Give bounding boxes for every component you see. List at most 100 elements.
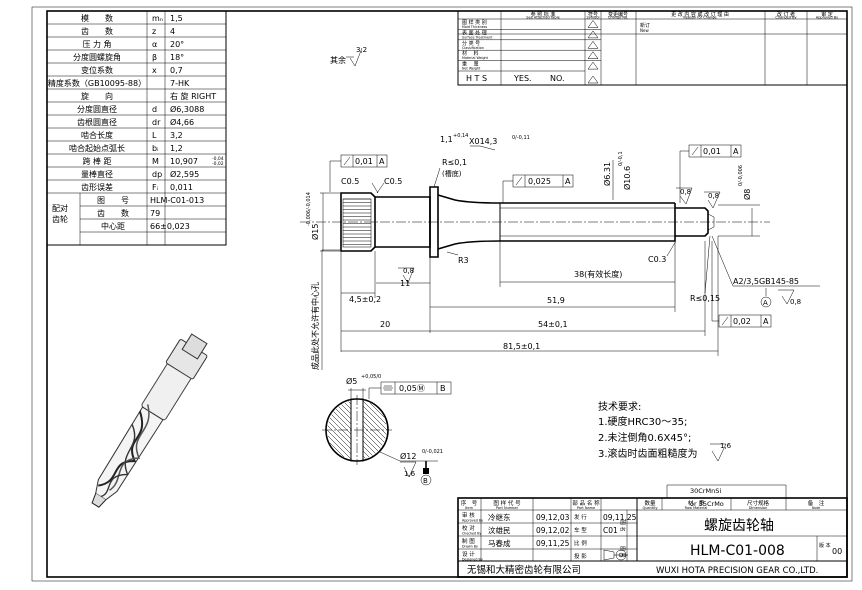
sheet-number: 00: [832, 547, 842, 556]
svg-text:A: A: [565, 177, 571, 186]
svg-text:0,8: 0,8: [708, 192, 719, 200]
svg-text:Approved By: Approved By: [462, 519, 483, 523]
svg-text:1,6: 1,6: [720, 442, 732, 450]
svg-text:Net Weight: Net Weight: [462, 67, 481, 71]
svg-text:Ø15: Ø15: [310, 224, 320, 240]
param-value: 10,907: [170, 157, 198, 166]
param-value: 4: [170, 27, 175, 36]
mate-value: 66±0,023: [150, 222, 190, 231]
svg-text:Mold Thickness: Mold Thickness: [462, 25, 487, 29]
svg-text:Note: Note: [812, 506, 820, 510]
param-name: 模 数: [81, 13, 113, 23]
material-b: or 35CrMo: [690, 500, 724, 508]
svg-text:Classification: Classification: [462, 46, 484, 50]
param-name: 量棒直径: [81, 169, 113, 179]
svg-text:投 影: 投 影: [574, 552, 587, 560]
param-name: 分度圆螺旋角: [73, 52, 121, 62]
svg-text:分 类 号: 分 类 号: [462, 40, 480, 47]
drawing-number: HLM-C01-008: [690, 543, 785, 559]
svg-text:09,11,25: 09,11,25: [603, 513, 637, 522]
svg-text:部 品 名 称: 部 品 名 称: [572, 499, 600, 507]
param-symbol: dr: [152, 118, 161, 127]
svg-text:38(有效长度): 38(有效长度): [574, 269, 622, 279]
svg-text:0,01: 0,01: [355, 157, 373, 166]
svg-text:0,8: 0,8: [790, 298, 801, 306]
param-value: Ø4,66: [170, 117, 194, 127]
svg-text:审 定: 审 定: [821, 11, 833, 18]
svg-text:0,05Ⓜ: 0,05Ⓜ: [399, 384, 425, 393]
svg-text:Item: Item: [465, 506, 474, 510]
shaft-main-view: [300, 186, 770, 258]
svg-text:0,8: 0,8: [403, 267, 414, 275]
svg-text:审 核: 审 核: [462, 511, 475, 519]
svg-text:A: A: [763, 317, 769, 326]
svg-text:C0.5: C0.5: [384, 177, 402, 186]
mate-name: 图 号: [97, 196, 129, 205]
svg-text:0/-0,021: 0/-0,021: [422, 449, 443, 455]
svg-text:(槽底): (槽底): [442, 169, 462, 178]
svg-text:09,12,02: 09,12,02: [536, 526, 570, 535]
svg-text:+0,14: +0,14: [453, 133, 468, 139]
svg-text:Dimension: Dimension: [749, 506, 768, 510]
svg-text:图 样 类 别: 图 样 类 别: [462, 19, 487, 26]
param-value: 7-HK: [170, 79, 190, 88]
svg-text:R≤0,1: R≤0,1: [442, 158, 467, 167]
tech-item-2: 2.未注倒角0.6X45°;: [598, 431, 691, 444]
svg-text:冷继东: 冷继东: [488, 512, 511, 522]
svg-text:汶雄民: 汶雄民: [488, 525, 511, 535]
surface-roughness-symbol: 3,2: [346, 46, 367, 67]
svg-text:Surface Treatment: Surface Treatment: [462, 35, 493, 39]
tech-title: 技术要求:: [598, 400, 641, 413]
svg-text:B: B: [440, 384, 446, 393]
tech-item-3: 3.滚齿时齿面粗糙度为: [598, 447, 698, 460]
svg-text:0,8: 0,8: [680, 188, 691, 196]
svg-text:A2/3,5GB145-85: A2/3,5GB145-85: [733, 277, 799, 286]
svg-text:Ø12: Ø12: [400, 451, 416, 461]
param-name: 变位系数: [81, 65, 113, 75]
param-symbol: β: [152, 53, 157, 62]
svg-text:序 号: 序 号: [461, 499, 478, 507]
svg-text:Drawn By: Drawn By: [462, 545, 478, 549]
svg-text:设 计: 设 计: [462, 550, 475, 558]
svg-text:变更编号: 变更编号: [608, 11, 628, 18]
svg-text:0/-0,1: 0/-0,1: [618, 151, 624, 166]
svg-text:校 对: 校 对: [462, 524, 475, 532]
param-name: 精度系数（GB10095-88）: [48, 78, 146, 88]
svg-text:C01: C01: [603, 526, 618, 535]
svg-text:51,9: 51,9: [547, 296, 565, 305]
param-value: 3,2: [170, 131, 183, 140]
param-value: Ø6,3088: [170, 104, 204, 114]
company-en: WUXI HOTA PRECISION GEAR CO.,LTD.: [656, 566, 818, 576]
gear-shaft-image: [91, 333, 208, 508]
param-value: 右 旋 RIGHT: [170, 91, 216, 101]
svg-text:-0,02: -0,02: [212, 161, 224, 167]
param-value: Ø2,595: [170, 169, 199, 179]
svg-text:81,5±0,1: 81,5±0,1: [503, 342, 540, 351]
param-value: 1,2: [170, 144, 183, 153]
param-symbol: bᵢ: [152, 144, 159, 153]
svg-text:Change No.: Change No.: [608, 16, 628, 20]
svg-text:X014,3: X014,3: [469, 137, 497, 146]
svg-text:符号: 符号: [588, 11, 598, 18]
svg-text:材 料: 材 料: [462, 50, 479, 57]
gtol-left-frame: 0,01 A: [329, 154, 388, 192]
svg-text:0,025: 0,025: [528, 177, 551, 186]
svg-text:11: 11: [400, 279, 410, 288]
param-name: 旋 向: [81, 91, 113, 101]
svg-text:改 订 者: 改 订 者: [777, 11, 795, 18]
inner-border: [46, 10, 848, 578]
svg-text:Part Name: Part Name: [577, 506, 595, 510]
param-symbol: mₙ: [152, 14, 163, 23]
svg-text:54±0,1: 54±0,1: [538, 320, 568, 329]
svg-text:重 量: 重 量: [462, 61, 479, 68]
dimensions: 1,1 +0,14 X014,3 0/-0,11 0,01 A R≤0,1 (槽…: [306, 133, 820, 356]
thread-dim-top: 1,1: [440, 135, 453, 144]
svg-text:09,12,03: 09,12,03: [536, 513, 570, 522]
section-view: Ø5 +0,05/0 0,05Ⓜ B Ø12 0/-0,021 1,6 B: [322, 374, 452, 486]
svg-text:马春成: 马春成: [488, 538, 511, 548]
svg-text:Ø8: Ø8: [742, 189, 752, 200]
param-symbol: M: [152, 157, 159, 166]
gtol-right-frame: 0,01 A: [679, 144, 742, 203]
svg-text:Changed By: Changed By: [775, 16, 796, 20]
